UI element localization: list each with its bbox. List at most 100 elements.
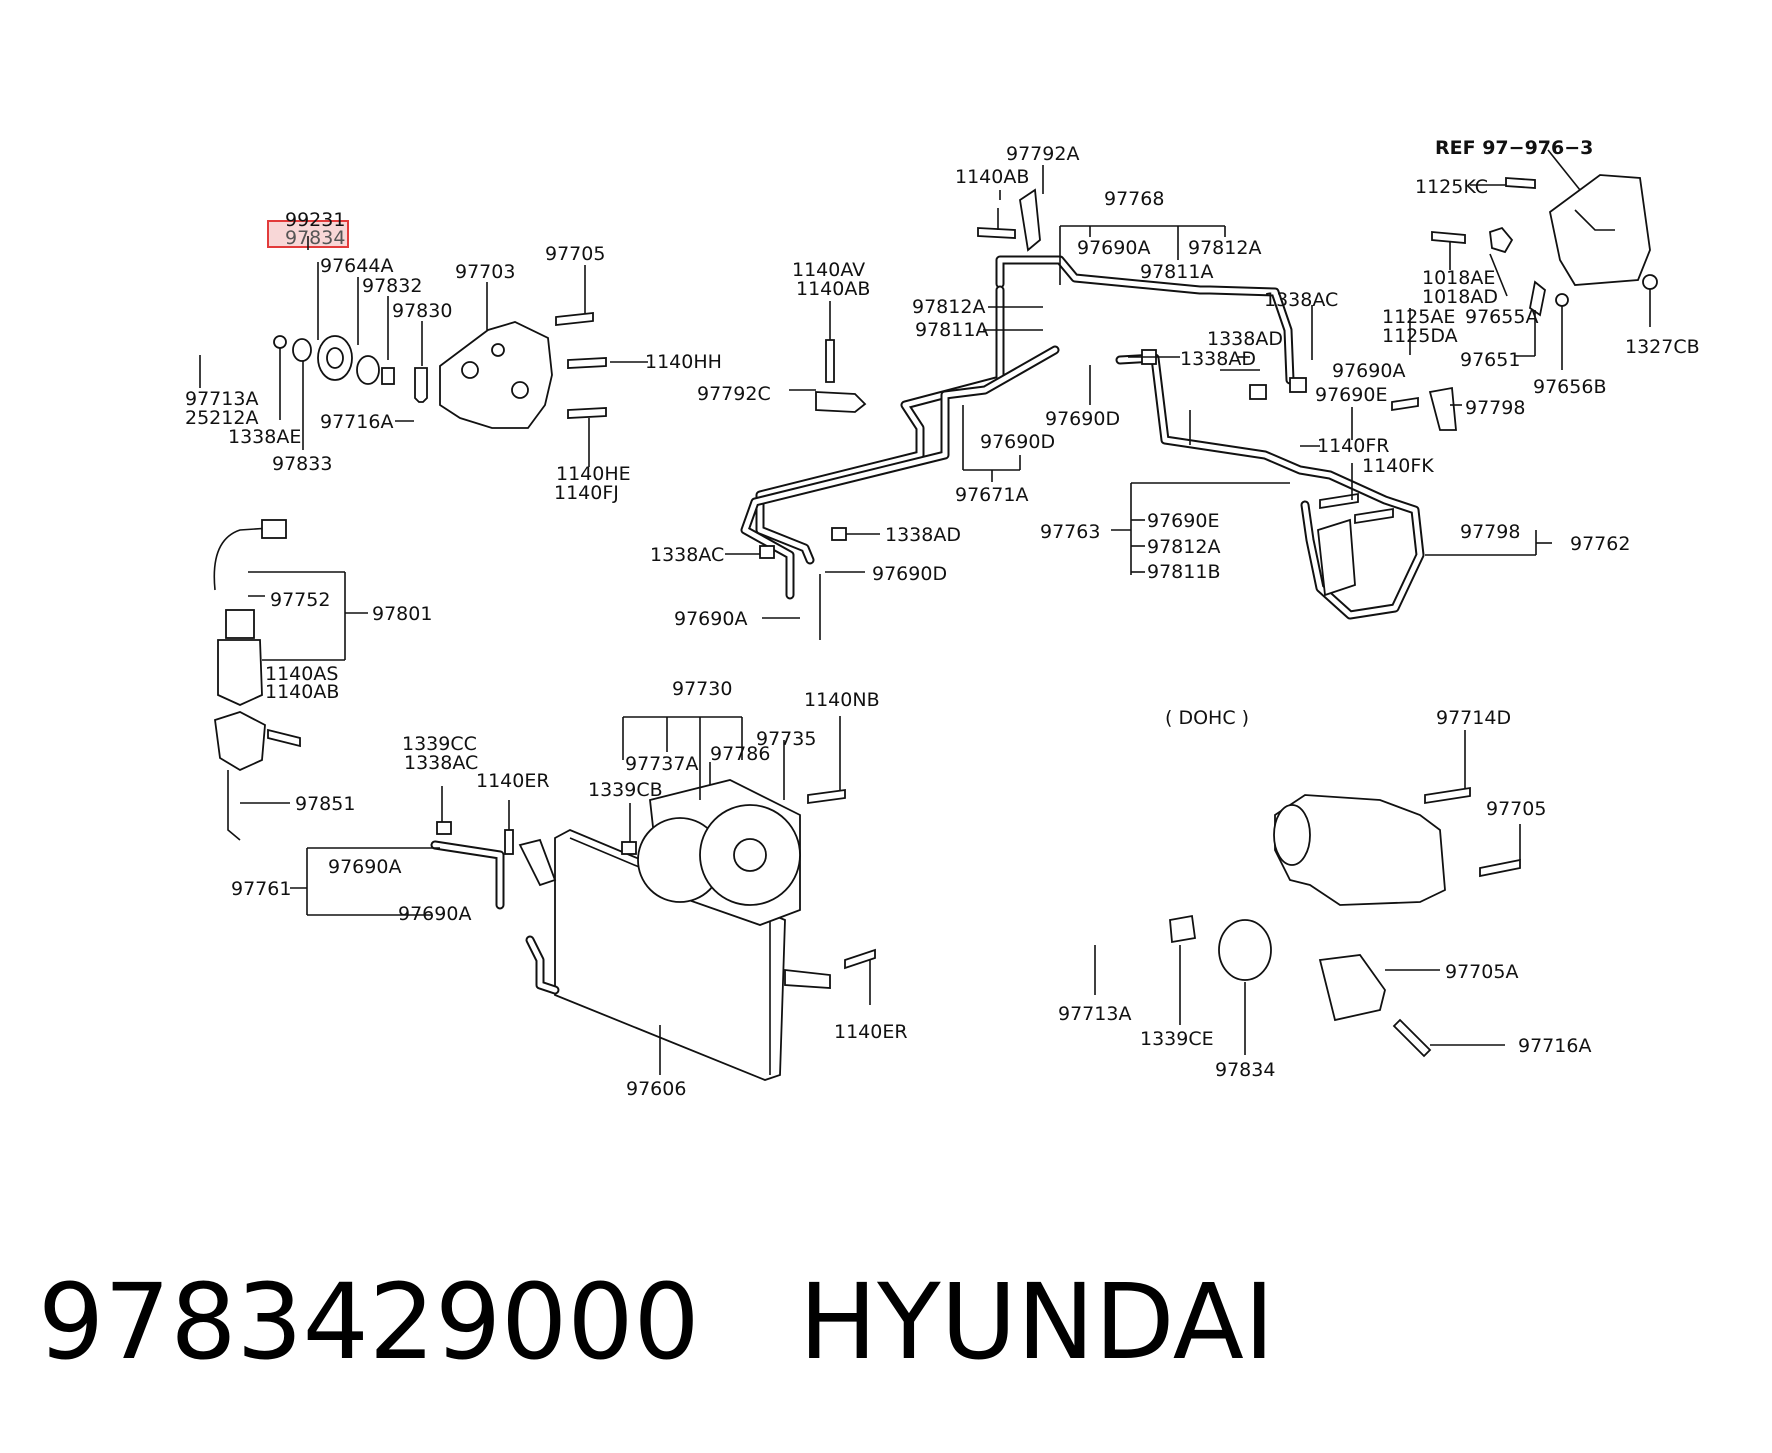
label-1140AB[interactable]: 1140AB <box>265 681 339 703</box>
label-97690D[interactable]: 97690D <box>872 563 947 585</box>
label-97730[interactable]: 97730 <box>672 678 732 700</box>
label-97690A[interactable]: 97690A <box>1077 237 1150 259</box>
label-97812A[interactable]: 97812A <box>912 296 985 318</box>
label-1339CB[interactable]: 1339CB <box>588 779 663 801</box>
label-97832[interactable]: 97832 <box>362 275 422 297</box>
label-97763[interactable]: 97763 <box>1040 521 1100 543</box>
label-97812A[interactable]: 97812A <box>1147 536 1220 558</box>
label-97798[interactable]: 97798 <box>1460 521 1520 543</box>
label-97655A[interactable]: 97655A <box>1465 306 1538 328</box>
label-97811A[interactable]: 97811A <box>1140 261 1213 283</box>
label-97690D[interactable]: 97690D <box>980 431 1055 453</box>
label-97762[interactable]: 97762 <box>1570 533 1630 555</box>
label-97792A[interactable]: 97792A <box>1006 143 1079 165</box>
label-1339CE[interactable]: 1339CE <box>1140 1028 1214 1050</box>
bolt-part <box>1354 507 1394 525</box>
label-97752[interactable]: 97752 <box>270 589 330 611</box>
label-97690E[interactable]: 97690E <box>1147 510 1219 532</box>
label-1338AC[interactable]: 1338AC <box>1264 289 1338 311</box>
drive-belt <box>153 261 279 356</box>
label-97768[interactable]: 97768 <box>1104 188 1164 210</box>
label-97671A[interactable]: 97671A <box>955 484 1028 506</box>
label-1338AD[interactable]: 1338AD <box>1207 328 1283 350</box>
label-97716A[interactable]: 97716A <box>1518 1035 1591 1057</box>
label-1338AC[interactable]: 1338AC <box>404 752 478 774</box>
label-1125AE[interactable]: 1125AE <box>1382 306 1455 328</box>
bracket-hole <box>461 361 479 379</box>
label-1140FJ[interactable]: 1140FJ <box>554 482 619 504</box>
label-97690D[interactable]: 97690D <box>1045 408 1120 430</box>
compressor-bracket-part <box>439 321 553 429</box>
bracket-bolt <box>567 407 607 419</box>
label-97690A[interactable]: 97690A <box>328 856 401 878</box>
label-1018AE[interactable]: 1018AE <box>1422 267 1495 289</box>
label-1338AC[interactable]: 1338AC <box>650 544 724 566</box>
label-97690A[interactable]: 97690A <box>1332 360 1405 382</box>
label-97851[interactable]: 97851 <box>295 793 355 815</box>
label-97644A[interactable]: 97644A <box>320 255 393 277</box>
label-REF-97-976-3[interactable]: REF 97−976−3 <box>1435 137 1593 159</box>
pulley-part <box>1218 919 1272 981</box>
switch-group <box>213 519 368 841</box>
label-1338AD[interactable]: 1338AD <box>885 524 961 546</box>
cap-part <box>621 841 637 855</box>
bolt-part <box>1392 1018 1432 1058</box>
grommet-part <box>1642 274 1658 290</box>
label-97737A[interactable]: 97737A <box>625 753 698 775</box>
label-97705[interactable]: 97705 <box>545 243 605 265</box>
label-97834-highlighted[interactable]: 97834 <box>285 227 345 249</box>
label-1125KC[interactable]: 1125KC <box>1415 176 1488 198</box>
label-1327CB[interactable]: 1327CB <box>1625 336 1700 358</box>
label-1140ER[interactable]: 1140ER <box>476 770 550 792</box>
bolt-part <box>977 227 1016 239</box>
label-97833[interactable]: 97833 <box>272 453 332 475</box>
label-97786[interactable]: 97786 <box>710 743 770 765</box>
label-97761[interactable]: 97761 <box>231 878 291 900</box>
label-1338AE[interactable]: 1338AE <box>228 426 301 448</box>
label-1140NB[interactable]: 1140NB <box>804 689 880 711</box>
label-97690E[interactable]: 97690E <box>1315 384 1387 406</box>
label-1140AB[interactable]: 1140AB <box>955 166 1029 188</box>
label-1140ER[interactable]: 1140ER <box>834 1021 908 1043</box>
label-1140HE[interactable]: 1140HE <box>556 463 631 485</box>
label-1140HH[interactable]: 1140HH <box>645 351 722 373</box>
label-97811A[interactable]: 97811A <box>915 319 988 341</box>
label-1125DA[interactable]: 1125DA <box>1382 325 1458 347</box>
label-97801[interactable]: 97801 <box>372 603 432 625</box>
label-97714D[interactable]: 97714D <box>1436 707 1511 729</box>
label-97703[interactable]: 97703 <box>455 261 515 283</box>
cap-part <box>436 821 452 835</box>
label-97716A[interactable]: 97716A <box>320 411 393 433</box>
label-1018AD[interactable]: 1018AD <box>1422 286 1498 308</box>
label-97792C[interactable]: 97792C <box>697 383 771 405</box>
bearing-part <box>356 355 380 385</box>
label-97713A[interactable]: 97713A <box>1058 1003 1131 1025</box>
label-97651[interactable]: 97651 <box>1460 349 1520 371</box>
label-97830[interactable]: 97830 <box>392 300 452 322</box>
label-99231[interactable]: 99231 <box>285 209 345 231</box>
label-97811B[interactable]: 97811B <box>1147 561 1220 583</box>
label-1140AV[interactable]: 1140AV <box>792 259 865 281</box>
label-97798[interactable]: 97798 <box>1465 397 1525 419</box>
label-97690A[interactable]: 97690A <box>674 608 747 630</box>
label-1140FR[interactable]: 1140FR <box>1317 435 1389 457</box>
label-97713A[interactable]: 97713A <box>185 388 258 410</box>
bolt-part <box>807 788 846 805</box>
label-1140AS[interactable]: 1140AS <box>265 663 338 685</box>
label-97705A[interactable]: 97705A <box>1445 961 1518 983</box>
bolt-part <box>1479 858 1521 878</box>
label-97812A[interactable]: 97812A <box>1188 237 1261 259</box>
label-97705[interactable]: 97705 <box>1486 798 1546 820</box>
label-97834[interactable]: 97834 <box>1215 1059 1275 1081</box>
label-25212A[interactable]: 25212A <box>185 407 258 429</box>
label-97690A[interactable]: 97690A <box>398 903 471 925</box>
label-97606[interactable]: 97606 <box>626 1078 686 1100</box>
label-97735[interactable]: 97735 <box>756 728 816 750</box>
grommet-part <box>1555 293 1569 307</box>
label-1339CC[interactable]: 1339CC <box>402 733 477 755</box>
label-1338AD[interactable]: 1338AD <box>1180 348 1256 370</box>
compressor-face <box>1273 804 1311 866</box>
label-1140FK[interactable]: 1140FK <box>1362 455 1434 477</box>
label-1140AB[interactable]: 1140AB <box>796 278 870 300</box>
label-97656B[interactable]: 97656B <box>1533 376 1606 398</box>
